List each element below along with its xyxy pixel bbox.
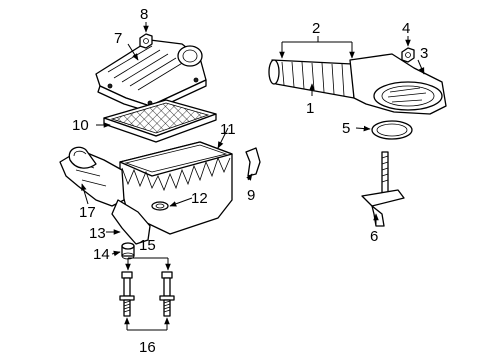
air-cleaner-cover [95,39,207,113]
callout-3: 3 [420,45,428,62]
callout-12: 12 [191,190,208,207]
callout-1: 1 [306,100,314,117]
callout-7: 7 [114,30,122,47]
inlet-duct [68,146,97,169]
callout-17: 17 [79,204,96,221]
mount-stud [361,151,405,227]
callout-6: 6 [370,228,378,245]
callout-5: 5 [342,120,350,137]
callout-13: 13 [89,225,106,242]
mount-bolt-left [119,271,135,317]
callout-9: 9 [247,187,255,204]
resonator-nut [401,47,415,63]
callout-16: 16 [139,339,156,356]
callout-8: 8 [140,6,148,23]
leader-lines [81,22,425,331]
resonator [349,53,447,115]
callout-14: 14 [93,246,110,263]
filter-element [103,99,217,143]
callouts: 8 7 10 11 9 12 17 13 14 15 16 2 1 4 3 5 … [72,6,428,356]
callout-4: 4 [402,20,410,37]
mount-bolt-right [159,271,175,317]
housing-grommet [151,201,169,211]
mount-grommet [121,242,135,260]
callout-2: 2 [312,20,320,37]
callout-11: 11 [220,121,236,138]
housing-clip [245,147,261,177]
cover-nut [139,33,153,49]
callout-10: 10 [72,117,89,134]
callout-15: 15 [139,237,156,254]
seal-ring [371,120,413,140]
